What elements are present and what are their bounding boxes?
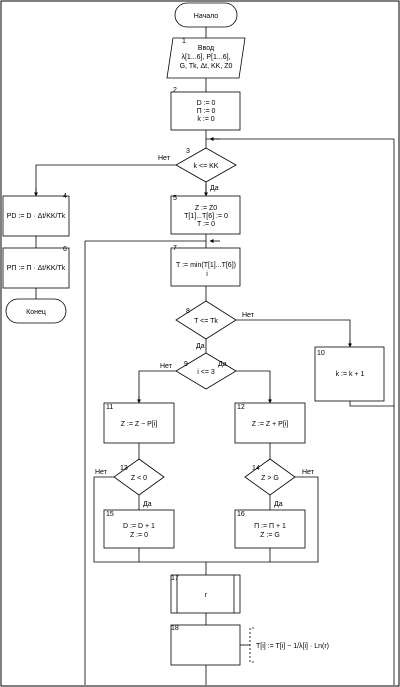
- block-5-line-1: Z := Z0: [195, 205, 217, 212]
- block-18-process: 18 T[i] := T[i] − 1/λ[i] · Ln(r): [170, 624, 329, 666]
- block-6-number: 6: [63, 246, 67, 253]
- block-18-comment: T[i] := T[i] − 1/λ[i] · Ln(r): [256, 643, 329, 650]
- block-1-line-1: Ввод: [198, 45, 214, 52]
- block-13-yes-label: Да: [143, 501, 152, 508]
- block-7-process: 7 T := min(T[1]...T[6]) i: [170, 245, 241, 287]
- block-12-number: 12: [237, 404, 245, 411]
- arrowheads: [34, 137, 352, 404]
- block-13-no-label: Нет: [95, 469, 108, 476]
- block-6-formula: PП := П · Δt/KK/Tk: [7, 265, 66, 272]
- block-5-line-2: T[1]...T[6] := 0: [184, 213, 228, 220]
- block-9-yes-label: Да: [218, 361, 227, 368]
- block-11-formula: Z := Z − P[i]: [121, 421, 158, 428]
- block-17-subroutine: 17 r: [170, 574, 241, 614]
- block-9-decision: 9 i <= 3 Нет Да: [160, 352, 237, 390]
- block-15-line-2: Z := 0: [130, 532, 148, 539]
- block-8-number: 8: [186, 308, 190, 315]
- start-terminator: Начало: [174, 2, 238, 28]
- block-9-no-label: Нет: [160, 363, 173, 370]
- block-17-number: 17: [171, 575, 179, 582]
- block-10-process: 10 k := k + 1: [314, 346, 385, 402]
- block-16-line-1: П := П + 1: [254, 523, 286, 530]
- block-11-number: 11: [106, 404, 113, 411]
- block-2-line-3: k := 0: [197, 116, 214, 123]
- block-3-decision: 3 k <= KK Нет Да: [158, 147, 237, 192]
- block-3-yes-label: Да: [210, 185, 219, 192]
- block-16-process: 16 П := П + 1 Z := G: [234, 509, 306, 549]
- block-8-condition: T <= Tk: [194, 318, 218, 325]
- block-14-yes-label: Да: [274, 501, 283, 508]
- block-4-formula: PD := D · Δt/KK/Tk: [7, 213, 66, 220]
- block-5-line-3: T := 0: [197, 221, 215, 228]
- block-9-condition: i <= 3: [197, 369, 215, 376]
- connectors: [35, 27, 395, 685]
- block-15-process: 15 D := D + 1 Z := 0: [103, 509, 175, 549]
- block-7-number: 7: [173, 245, 177, 252]
- block-2-line-2: П := 0: [197, 108, 216, 115]
- block-8-decision: 8 T <= Tk Нет Да: [175, 300, 255, 350]
- block-3-no-label: Нет: [158, 155, 171, 162]
- end-label: Конец: [26, 309, 46, 316]
- block-8-yes-label: Да: [196, 343, 205, 350]
- block-13-decision: 13 Z < 0 Нет Да: [95, 458, 165, 508]
- block-13-condition: Z < 0: [131, 475, 147, 482]
- block-14-condition: Z > G: [261, 475, 279, 482]
- block-12-process: 12 Z := Z + P[i]: [234, 402, 306, 444]
- block-4-process: 4 PD := D · Δt/KK/Tk: [2, 193, 70, 237]
- block-4-number: 4: [63, 193, 67, 200]
- block-12-formula: Z := Z + P[i]: [252, 421, 289, 428]
- block-3-condition: k <= KK: [194, 163, 219, 170]
- block-8-no-label: Нет: [242, 312, 255, 319]
- end-terminator: Конец: [5, 298, 67, 324]
- block-7-subscript: i: [206, 271, 208, 278]
- block-10-formula: k := k + 1: [336, 371, 365, 378]
- block-5-number: 5: [173, 195, 177, 202]
- block-14-number: 14: [252, 465, 260, 472]
- start-label: Начало: [194, 13, 218, 20]
- block-6-process: 6 PП := П · Δt/KK/Tk: [2, 246, 70, 289]
- block-16-line-2: Z := G: [260, 532, 280, 539]
- block-18-number: 18: [171, 625, 179, 632]
- block-2-process: 2 D := 0 П := 0 k := 0: [170, 87, 241, 131]
- block-2-line-1: D := 0: [197, 100, 216, 107]
- block-3-number: 3: [186, 148, 190, 155]
- block-15-line-1: D := D + 1: [123, 523, 155, 530]
- block-5-process: 5 Z := Z0 T[1]...T[6] := 0 T := 0: [170, 195, 241, 235]
- block-1-line-2: λ[1...6], P[1...6],: [181, 54, 230, 61]
- block-17-label: r: [205, 592, 208, 599]
- block-9-number: 9: [184, 361, 188, 368]
- block-10-number: 10: [317, 350, 325, 357]
- block-2-number: 2: [173, 87, 177, 94]
- block-14-no-label: Нет: [302, 469, 315, 476]
- block-13-number: 13: [120, 465, 128, 472]
- block-11-process: 11 Z := Z − P[i]: [103, 402, 175, 444]
- block-1-input: 1 Ввод λ[1...6], P[1...6], G, Tk, Δt, KK…: [166, 37, 246, 79]
- block-15-number: 15: [106, 511, 114, 518]
- block-7-formula: T := min(T[1]...T[6]): [176, 262, 236, 269]
- block-16-number: 16: [237, 511, 245, 518]
- block-14-decision: 14 Z > G Нет Да: [244, 458, 315, 508]
- block-1-number: 1: [182, 38, 186, 45]
- block-1-line-3: G, Tk, Δt, KK, Z0: [180, 63, 233, 70]
